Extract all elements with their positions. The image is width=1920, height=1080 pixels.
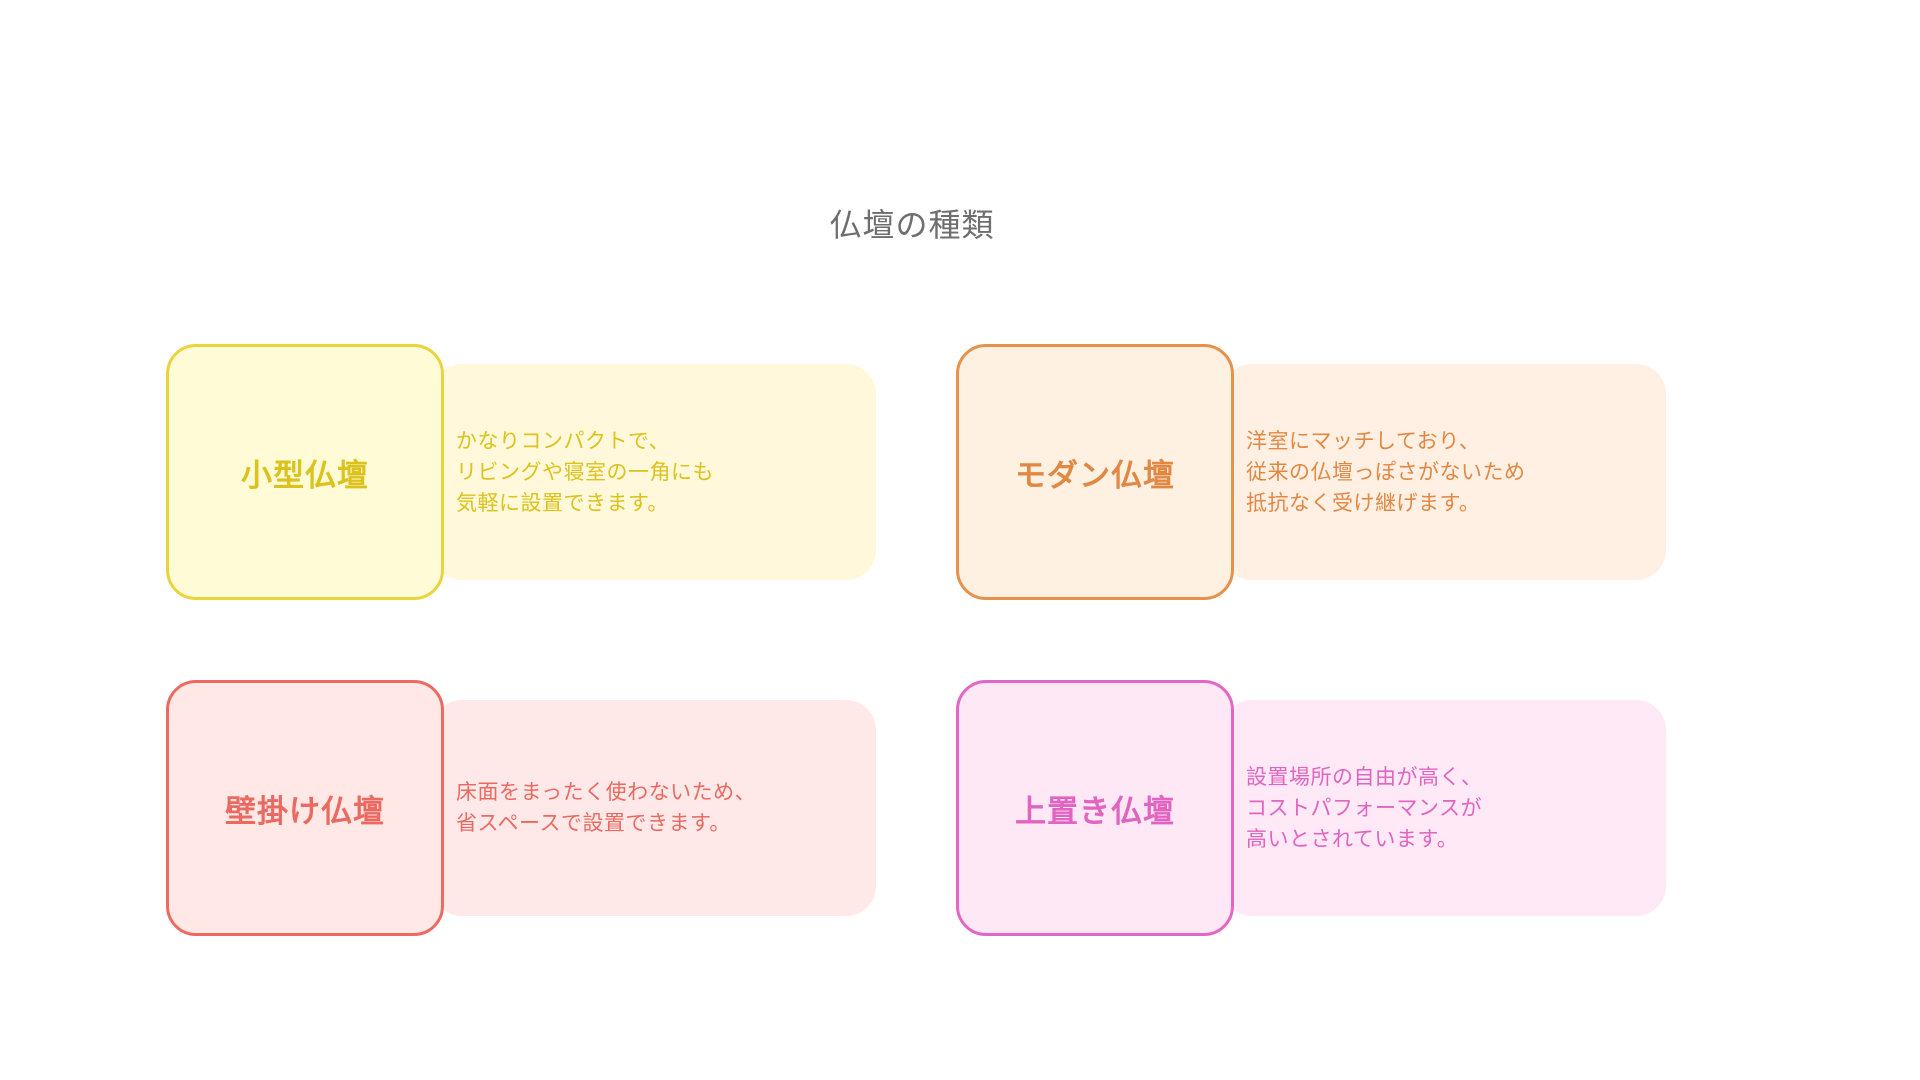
card-title-box: 壁掛け仏壇	[166, 680, 444, 936]
card-wall-butsudan: 床面をまったく使わないため、 省スペースで設置できます。 壁掛け仏壇	[166, 680, 876, 936]
card-description-box: 洋室にマッチしており、 従来の仏壇っぽさがないため 抵抗なく受け継げます。	[1222, 364, 1666, 580]
card-title: 壁掛け仏壇	[225, 793, 385, 830]
card-title-box: 小型仏壇	[166, 344, 444, 600]
card-description: 洋室にマッチしており、 従来の仏壇っぽさがないため 抵抗なく受け継げます。	[1246, 428, 1526, 515]
card-title: 上置き仏壇	[1015, 793, 1175, 830]
card-description: 設置場所の自由が高く、 コストパフォーマンスが 高いとされています。	[1246, 764, 1483, 851]
card-description: 床面をまったく使わないため、 省スペースで設置できます。	[456, 780, 757, 835]
card-title: 小型仏壇	[241, 457, 369, 494]
card-title-box: モダン仏壇	[956, 344, 1234, 600]
card-description-box: 床面をまったく使わないため、 省スペースで設置できます。	[432, 700, 876, 916]
card-description-box: 設置場所の自由が高く、 コストパフォーマンスが 高いとされています。	[1222, 700, 1666, 916]
card-small-butsudan: かなりコンパクトで、 リビングや寝室の一角にも 気軽に設置できます。 小型仏壇	[166, 344, 876, 600]
card-title: モダン仏壇	[1015, 457, 1175, 494]
card-description: かなりコンパクトで、 リビングや寝室の一角にも 気軽に設置できます。	[456, 428, 714, 515]
page-title: 仏壇の種類	[829, 206, 995, 244]
card-modern-butsudan: 洋室にマッチしており、 従来の仏壇っぽさがないため 抵抗なく受け継げます。 モダ…	[956, 344, 1666, 600]
card-title-box: 上置き仏壇	[956, 680, 1234, 936]
card-description-box: かなりコンパクトで、 リビングや寝室の一角にも 気軽に設置できます。	[432, 364, 876, 580]
card-top-placed-butsudan: 設置場所の自由が高く、 コストパフォーマンスが 高いとされています。 上置き仏壇	[956, 680, 1666, 936]
